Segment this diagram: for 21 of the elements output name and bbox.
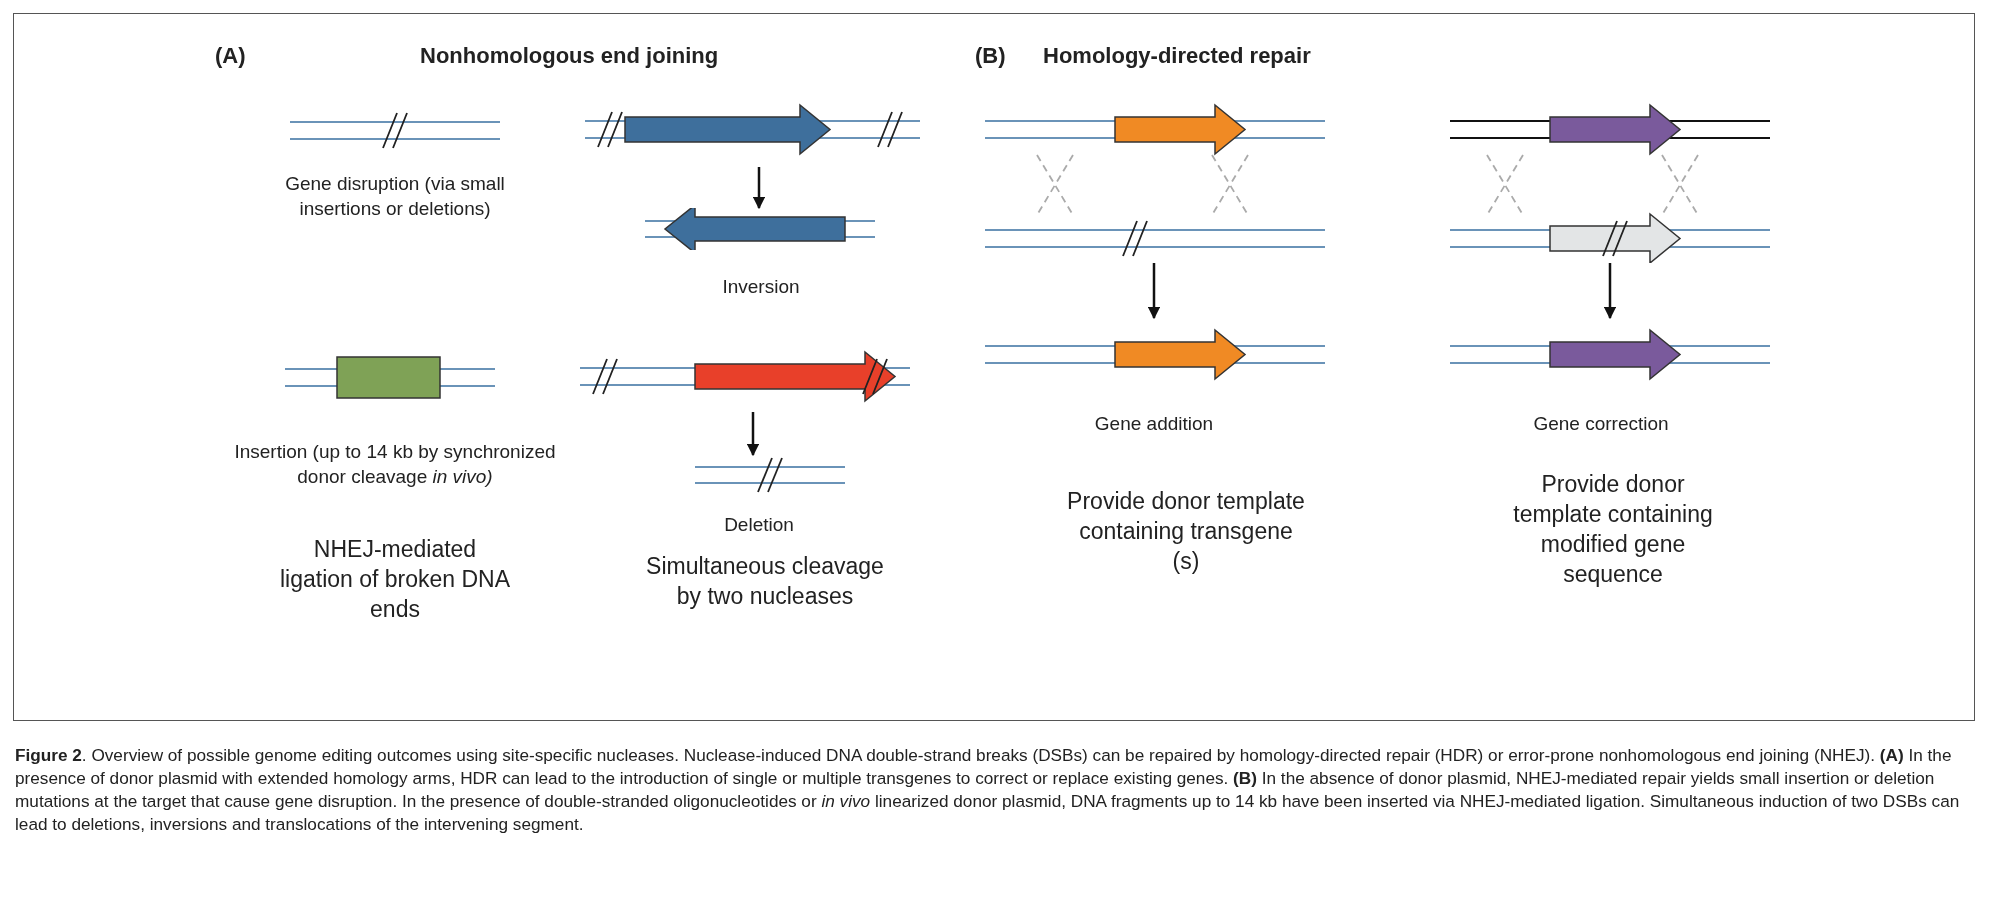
outcome-label: Insertion (up to 14 kb by synchronized donor cleavage in vivo): [233, 440, 557, 489]
arrow: [1147, 263, 1161, 320]
panel-title: Nonhomologous end joining: [420, 42, 720, 70]
mechanism-text: Provide donor template containing modified gene sequence: [1512, 470, 1714, 589]
panel-letter: (A): [215, 42, 247, 70]
mechanism-text: Provide donor template containing transgene (s): [1066, 487, 1306, 576]
arrow: [752, 167, 766, 210]
figure-caption: Figure 2. Overview of possible genome editing outcomes using site-specific nucleases. Nuclease-induced DNA double-strand breaks (DSBs) can be repaired by homology-directed repair (HDR) or error-prone nonhomologous end joining (NHEJ). (A) In the presence of donor plasmid with extended homology arms, HDR can lead to the introduction of single or multiple transgenes to correct or replace existing genes. (B) In the absence of donor plasmid, NHEJ-mediated repair yields small insertion or deletion mutations at the target that cause gene disruption. In the presence of double-stranded oligonucleotides or in vivo linearized donor plasmid, DNA fragments up to 14 kb have been inserted via NHEJ-mediated ligation. Simultaneous induction of two DSBs can lead to deletions, inversions and translocations of the intervening segment.: [15, 744, 1961, 837]
outcome-label: Deletion: [723, 513, 795, 537]
mechanism-text: NHEJ-mediated ligation of broken DNA ends: [278, 535, 512, 624]
dna-drawing: [695, 455, 845, 495]
panel-letter: (B): [975, 42, 1007, 70]
outcome-label: Gene disruption (via small insertions or deletions): [284, 172, 506, 221]
outcome-label: Gene addition: [1093, 412, 1215, 436]
arrow: [1603, 263, 1617, 320]
dna-drawing: [645, 208, 875, 250]
panel-title: Homology-directed repair: [1043, 42, 1312, 70]
outcome-label: Gene correction: [1532, 412, 1670, 436]
mechanism-text: Simultaneous cleavage by two nucleases: [645, 552, 885, 611]
outcome-label: Inversion: [721, 275, 801, 299]
arrow: [746, 412, 760, 457]
